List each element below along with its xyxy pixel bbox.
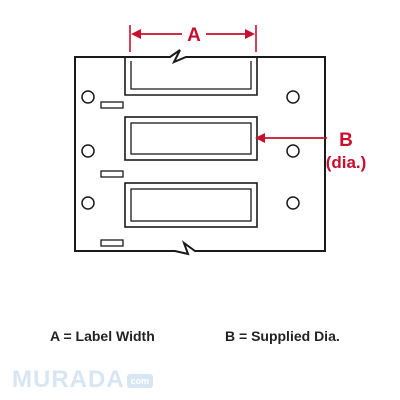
- hole-left-3: [81, 196, 95, 210]
- dimension-b-label: B: [339, 130, 353, 151]
- slot-1: [100, 101, 124, 109]
- slot-3: [100, 239, 124, 247]
- legend-supplied-diameter: B = Supplied Dia.: [225, 328, 340, 344]
- hole-left-2: [81, 144, 95, 158]
- dimension-b: [255, 133, 327, 143]
- dimension-b-sublabel: (dia.): [326, 153, 367, 172]
- hole-right-2: [286, 144, 300, 158]
- watermark-text: MURADA: [12, 366, 125, 393]
- label-sleeve-bottom: [124, 182, 258, 228]
- label-sleeve-top: [124, 57, 258, 96]
- hole-right-3: [286, 196, 300, 210]
- hole-left-1: [81, 90, 95, 104]
- hole-right-1: [286, 90, 300, 104]
- legend-label-width: A = Label Width: [50, 328, 155, 344]
- slot-2: [100, 170, 124, 178]
- carrier-outline: [74, 49, 326, 256]
- dimension-a: [129, 25, 257, 52]
- dimension-a-label: A: [187, 25, 201, 46]
- watermark-badge: com: [126, 373, 154, 388]
- label-sleeve-middle: [124, 116, 258, 161]
